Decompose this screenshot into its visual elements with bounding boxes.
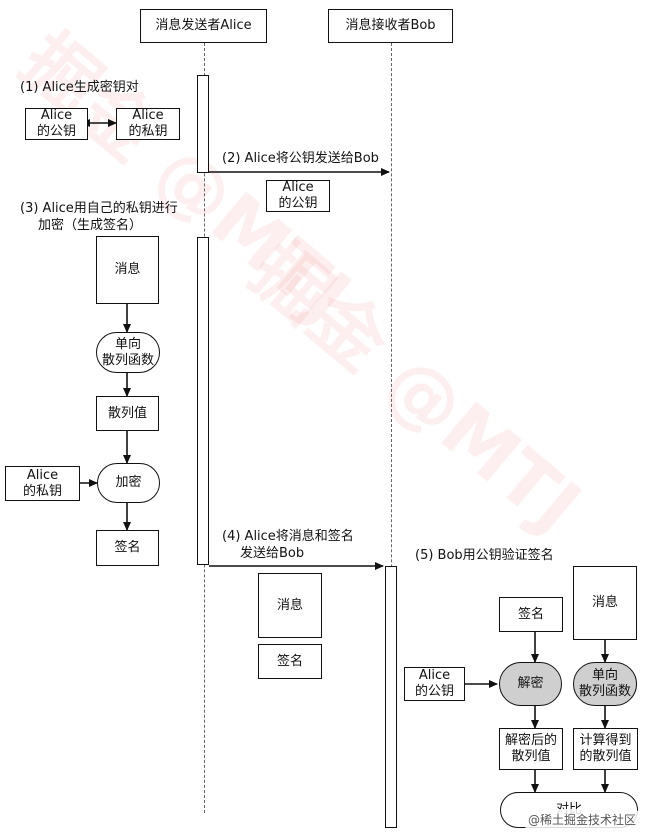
sent-signature-box: 签名	[258, 644, 322, 679]
step5-label: (5) Bob用公钥验证签名	[415, 548, 554, 563]
step3-label-line2: 加密（生成签名）	[38, 218, 143, 233]
receiver-lifeline	[391, 43, 392, 823]
alice-public-key-box: Alice 的公钥	[25, 108, 88, 140]
actor-receiver: 消息接收者Bob	[328, 9, 453, 43]
step3-label-line1: (3) Alice用自己的私钥进行	[20, 201, 178, 216]
bob-hash-function-pill: 单向 散列函数	[573, 662, 637, 706]
sender-activation-1	[197, 75, 209, 173]
step4-label-line1: (4) Alice将消息和签名	[222, 529, 354, 544]
sender-activation-2	[197, 237, 209, 565]
bob-alice-public-key-box: Alice 的公钥	[404, 667, 465, 701]
hash-function-pill: 单向 散列函数	[96, 332, 160, 373]
step4-label-line2: 发送给Bob	[240, 546, 305, 561]
sent-message-box: 消息	[258, 573, 322, 638]
actor-sender: 消息发送者Alice	[140, 9, 267, 43]
sent-public-key-box: Alice 的公钥	[266, 180, 330, 212]
receiver-activation	[385, 566, 397, 828]
source-badge: @稀土掘金技术社区	[521, 809, 642, 830]
encrypt-pill: 加密	[97, 463, 160, 503]
step1-label: (1) Alice生成密钥对	[20, 80, 139, 95]
bob-signature-box: 签名	[499, 597, 563, 632]
signature-box: 签名	[96, 530, 159, 566]
decrypted-hash-box: 解密后的 散列值	[499, 728, 563, 770]
hash-value-box: 散列值	[96, 396, 159, 431]
computed-hash-box: 计算得到 的散列值	[573, 728, 638, 770]
alice-private-key-box: Alice 的私钥	[116, 108, 180, 140]
alice-private-key-box-2: Alice 的私钥	[5, 466, 80, 501]
message-box: 消息	[96, 236, 159, 304]
bob-message-box: 消息	[573, 566, 637, 640]
decrypt-pill: 解密	[499, 662, 562, 706]
step2-label: (2) Alice将公钥发送给Bob	[222, 151, 379, 166]
